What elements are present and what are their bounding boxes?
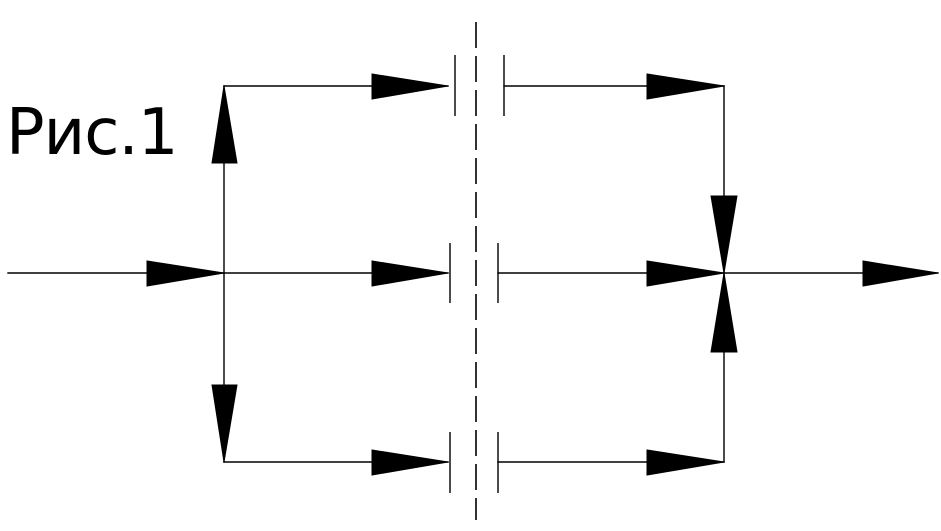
bottom-branch-right-arrow-icon: [646, 449, 725, 476]
output-arrow-icon: [862, 260, 939, 287]
merge-down-arrow-icon: [710, 195, 738, 274]
middle-branch-right-arrow-icon: [646, 260, 725, 287]
figure-label: Рис.1: [6, 96, 177, 170]
top-branch-left-arrow-icon: [371, 73, 449, 100]
top-branch-right-arrow-icon: [646, 73, 725, 100]
bottom-branch-left-arrow-icon: [371, 449, 449, 476]
middle-branch-left-arrow-icon: [371, 260, 449, 287]
input-arrow-icon: [146, 260, 225, 287]
merge-up-arrow-icon: [710, 272, 738, 353]
split-down-arrow-icon: [211, 384, 238, 463]
split-up-arrow-icon: [211, 85, 238, 164]
